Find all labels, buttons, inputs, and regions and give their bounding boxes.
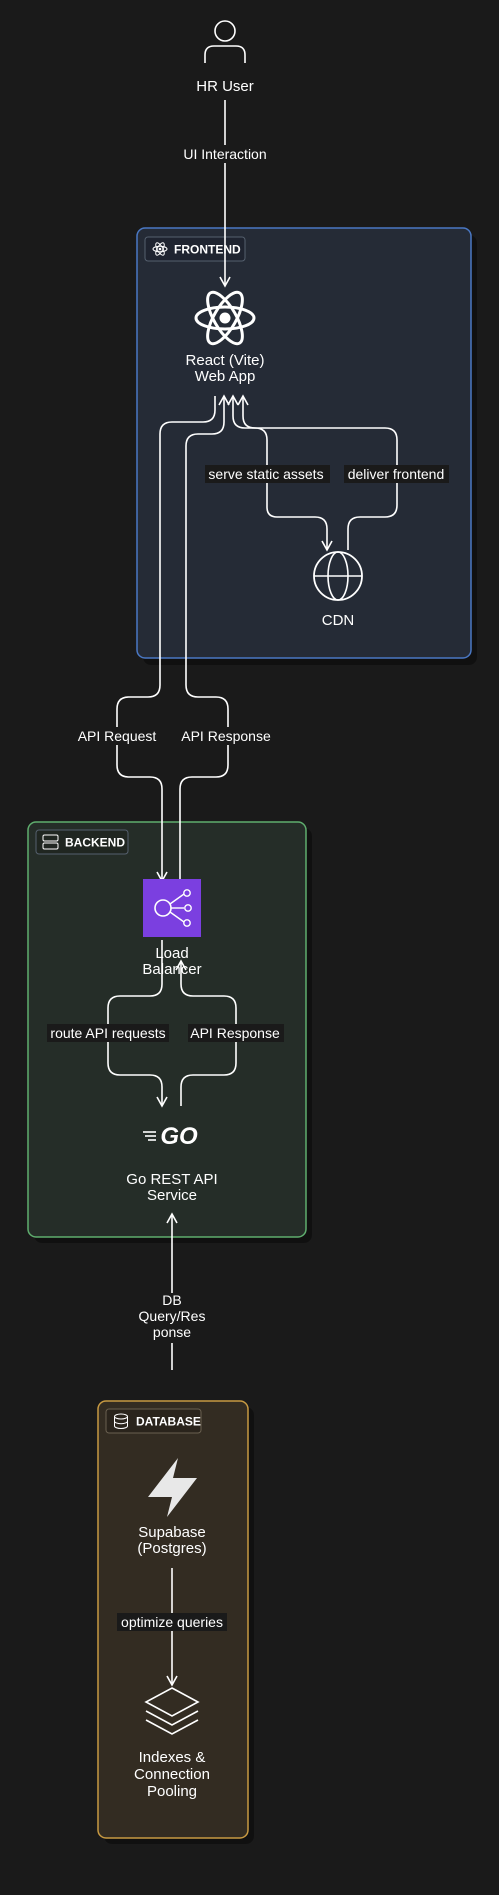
- database-group-label: DATABASE: [136, 1415, 201, 1429]
- edge-route-api: route API requests: [47, 940, 169, 1108]
- edge-serve-static: serve static assets: [205, 394, 333, 552]
- node-load-balancer: Load Balancer: [142, 879, 202, 978]
- node-cdn: CDN: [313, 551, 363, 629]
- edge-label-api-response-backend: API Response: [190, 1025, 280, 1041]
- edge-label-deliver-frontend: deliver frontend: [348, 466, 445, 482]
- edge-label-serve-static: serve static assets: [208, 466, 323, 482]
- edge-api-response-top: API Response: [178, 394, 276, 881]
- indexes-label-line1: Indexes &: [139, 1749, 206, 1766]
- indexes-label-line3: Pooling: [147, 1783, 197, 1800]
- edge-label-db-query-1: DB: [162, 1292, 181, 1308]
- frontend-group-box: [136, 227, 472, 659]
- server-icon: [42, 834, 59, 850]
- web-app-label-line1: React (Vite): [186, 352, 265, 369]
- cdn-label: CDN: [322, 612, 355, 629]
- edge-label-db-query-3: ponse: [153, 1324, 191, 1340]
- user-icon: [204, 20, 246, 63]
- supabase-label-line1: Supabase: [138, 1524, 206, 1541]
- edge-label-route-api: route API requests: [50, 1025, 165, 1041]
- edge-db-query: DB Query/Res ponse: [134, 1212, 210, 1370]
- go-logo: GO: [143, 1123, 198, 1150]
- node-go-api: GO Go REST API Service: [126, 1123, 217, 1204]
- edge-deliver-frontend: deliver frontend: [237, 394, 449, 550]
- react-icon: [152, 242, 168, 256]
- web-app-label-line2: Web App: [195, 368, 256, 385]
- supabase-bolt-icon: [148, 1458, 197, 1517]
- backend-group-label: BACKEND: [65, 836, 125, 850]
- go-logo-text: GO: [160, 1123, 198, 1150]
- edge-api-response-backend: API Response: [175, 959, 284, 1106]
- node-web-app: React (Vite) Web App: [186, 290, 265, 385]
- react-icon: [194, 290, 256, 346]
- node-supabase: Supabase (Postgres): [137, 1458, 207, 1557]
- go-api-label-line1: Go REST API: [126, 1171, 217, 1188]
- edge-ui-interaction: UI Interaction: [175, 100, 275, 288]
- edge-label-db-query-2: Query/Res: [139, 1308, 206, 1324]
- frontend-group: FRONTEND: [136, 227, 477, 665]
- load-balancer-label-line1: Load: [155, 945, 188, 962]
- edge-api-request: API Request: [75, 396, 216, 883]
- edge-label-api-response-top: API Response: [181, 728, 271, 744]
- edge-label-optimize-queries: optimize queries: [121, 1614, 223, 1630]
- go-api-label-line2: Service: [147, 1187, 197, 1204]
- frontend-group-label: FRONTEND: [174, 243, 241, 257]
- layers-icon: [144, 1687, 200, 1735]
- database-icon: [114, 1413, 128, 1429]
- edge-label-api-request: API Request: [78, 728, 157, 744]
- node-hr-user: HR User: [196, 20, 254, 95]
- hr-user-label: HR User: [196, 78, 254, 95]
- indexes-label-line2: Connection: [134, 1766, 210, 1783]
- globe-icon: [313, 551, 363, 601]
- edge-optimize-queries: optimize queries: [117, 1568, 227, 1687]
- supabase-label-line2: (Postgres): [137, 1540, 206, 1557]
- node-indexes: Indexes & Connection Pooling: [134, 1687, 210, 1800]
- edge-label-ui-interaction: UI Interaction: [183, 146, 266, 162]
- load-balancer-label-line2: Balancer: [142, 961, 201, 978]
